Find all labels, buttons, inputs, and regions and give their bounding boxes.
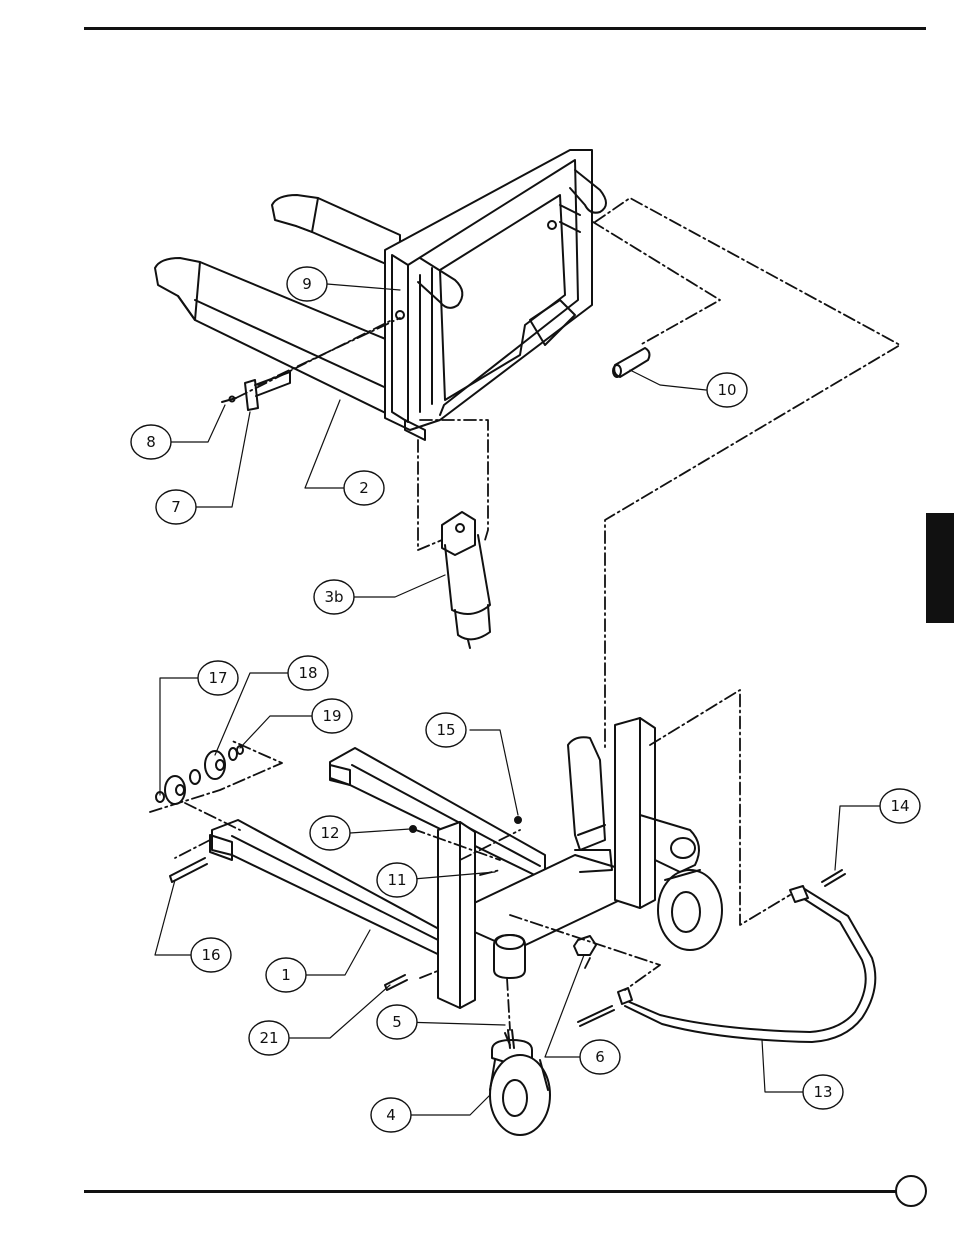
- callout-5: 5: [392, 1013, 402, 1031]
- cylinder-3b: [442, 512, 490, 648]
- bolt-14: [822, 870, 845, 886]
- fork-frame-assembly: [155, 150, 606, 440]
- pin-21: [385, 975, 407, 990]
- callout-12: 12: [320, 824, 339, 842]
- bracket-and-bolt: [222, 372, 290, 410]
- callout-18: 18: [298, 664, 317, 682]
- callout-17: 17: [208, 669, 227, 687]
- callout-19: 19: [322, 707, 341, 725]
- callout-16: 16: [201, 946, 220, 964]
- callout-11: 11: [387, 871, 406, 889]
- pin-10: [613, 348, 649, 377]
- callout-10: 10: [717, 381, 736, 399]
- callout-labels: 9 10 8 2 7 3b 17 18 19 15 12 11 14 16 1 …: [146, 275, 909, 1124]
- callout-4: 4: [386, 1106, 396, 1124]
- callout-14: 14: [890, 797, 909, 815]
- pin-16: [170, 858, 207, 882]
- callout-2: 2: [359, 479, 369, 497]
- callout-1: 1: [281, 966, 291, 984]
- nut-6: [574, 936, 596, 955]
- roller-parts: [156, 746, 243, 804]
- callout-9: 9: [302, 275, 312, 293]
- callout-8: 8: [146, 433, 156, 451]
- bolt-handle: [578, 1006, 614, 1026]
- callout-7: 7: [171, 498, 181, 516]
- callout-6: 6: [595, 1048, 605, 1066]
- caster-4: [490, 1033, 550, 1135]
- callout-3b: 3b: [324, 588, 343, 606]
- callout-21: 21: [259, 1029, 278, 1047]
- callout-15: 15: [436, 721, 455, 739]
- ball-15: [515, 817, 521, 823]
- callout-13: 13: [813, 1083, 832, 1101]
- leader-lines: [155, 284, 880, 1115]
